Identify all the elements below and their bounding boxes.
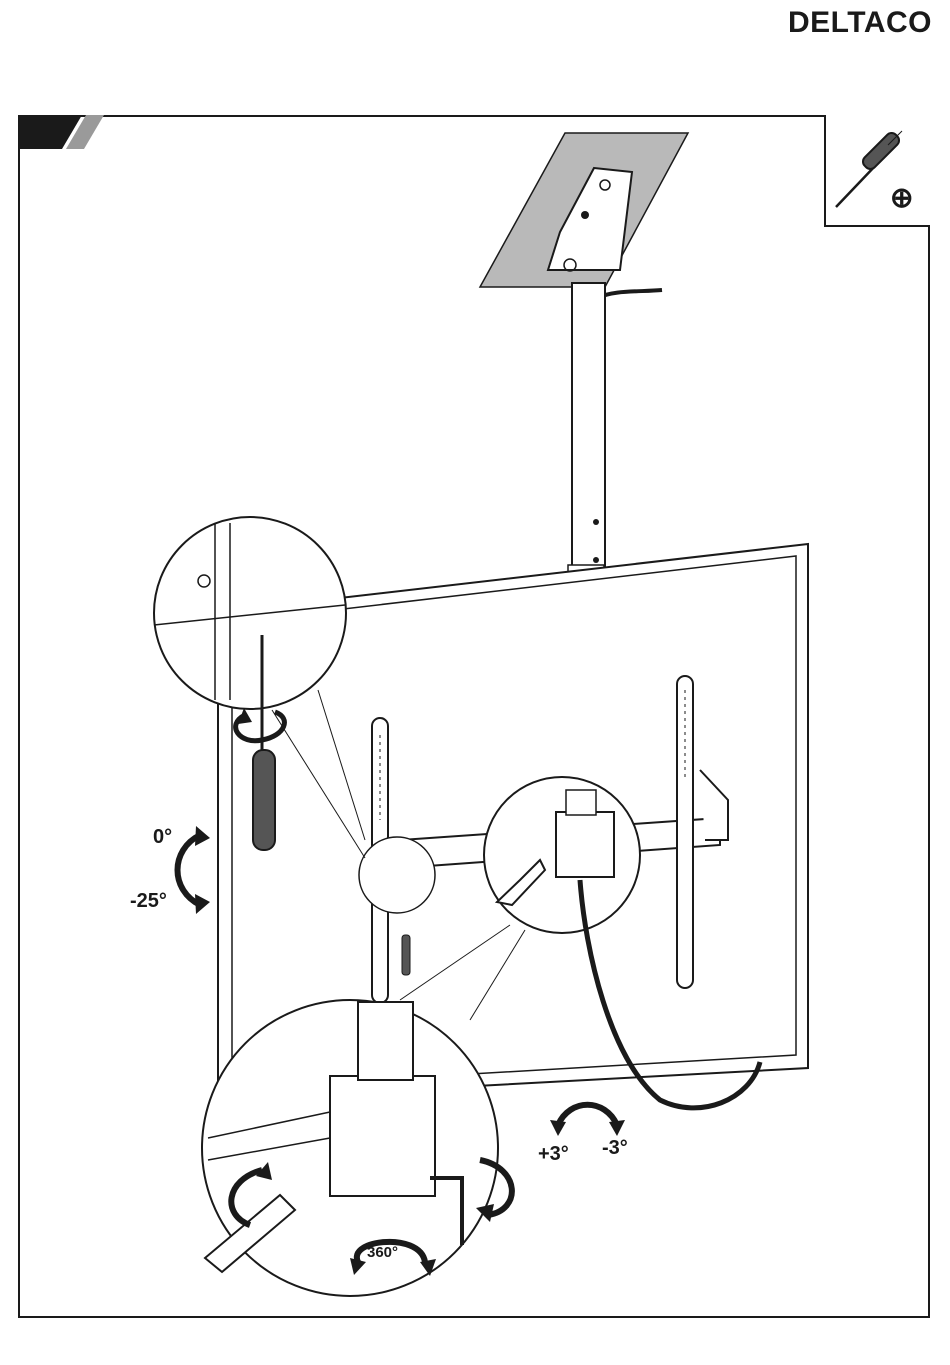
- bottom-detail: [202, 1000, 498, 1296]
- swivel-label-left: +3°: [538, 1143, 569, 1166]
- rotate-label: 360°: [367, 1244, 398, 1261]
- tilt-label-top: 0°: [153, 826, 172, 849]
- top-left-detail: [154, 517, 346, 709]
- swivel-arrow-icon: [550, 1105, 625, 1136]
- center-detail: [484, 777, 640, 933]
- tilt-label-bottom: -25°: [130, 890, 167, 913]
- ceiling-plate: [480, 133, 688, 287]
- tilt-arrow-icon: [178, 826, 211, 914]
- swivel-label-right: -3°: [602, 1137, 628, 1160]
